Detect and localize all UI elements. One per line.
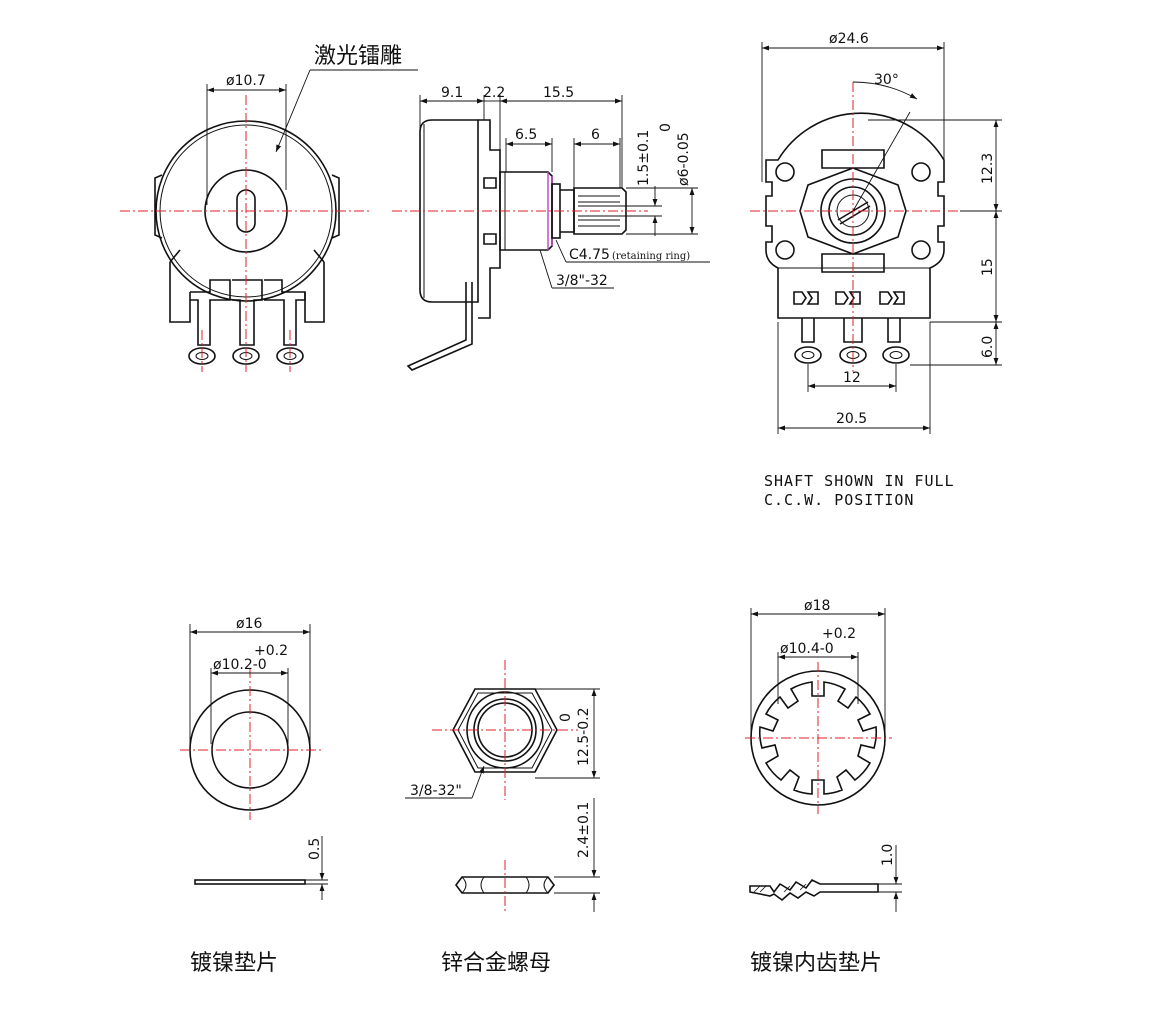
side-mount-plate — [478, 119, 501, 319]
shaft-note-line2: C.C.W. POSITION — [764, 491, 914, 509]
back-dim-15: 15 — [980, 258, 996, 276]
nut-size-label: 12.5-0.2 — [576, 708, 592, 767]
tooth-washer-teeth — [758, 681, 878, 795]
side-dim-1-5: 1.5±0.1 — [636, 130, 652, 186]
side-thread-label: 3/8"-32 — [556, 273, 608, 289]
back-body — [765, 112, 945, 319]
nut-title: 锌合金螺母 — [441, 951, 551, 976]
front-view: ø10.7 激光镭雕 — [120, 44, 418, 372]
washer-tol-label: +0.2 — [254, 643, 288, 659]
shaft-note-line1: SHAFT SHOWN IN FULL — [764, 472, 955, 490]
nut-thread-label: 3/8-32" — [410, 783, 462, 799]
tooth-washer-side — [749, 878, 879, 902]
side-view: 9.1 2.2 15.5 6.5 6 1.5±0.1 0 ø6-0.05 C4.… — [392, 85, 710, 371]
tooth-washer-inner-label: ø10.4-0 — [780, 641, 834, 657]
tooth-washer-outer-label: ø18 — [804, 598, 830, 614]
nut-tol-0-label: 0 — [558, 713, 574, 722]
back-dia-label: ø24.6 — [829, 31, 869, 47]
laser-engraving-label: 激光镭雕 — [314, 44, 402, 69]
front-left-ear — [154, 174, 163, 239]
side-retaining-label: (retaining ring) — [612, 251, 690, 262]
back-dim-12-3: 12.3 — [980, 153, 996, 184]
back-dim-6-0: 6.0 — [980, 336, 996, 358]
front-knob-dia-label: ø10.7 — [226, 73, 266, 89]
side-dim-shaft-dia: ø6-0.05 — [676, 132, 692, 186]
side-housing — [419, 119, 479, 303]
front-terminal-plate-left — [169, 249, 191, 323]
back-view: 30° ø24.6 12.3 15 6.0 12 20.5 SHAFT SHOW… — [750, 31, 1002, 509]
back-dim-20-5: 20.5 — [836, 411, 867, 427]
back-angle-label: 30° — [874, 72, 899, 88]
side-dim-tol-0: 0 — [658, 123, 674, 132]
tooth-washer-thick-label: 1.0 — [880, 844, 896, 866]
front-terminals — [188, 279, 306, 365]
back-dim-12: 12 — [843, 370, 861, 386]
side-terminal — [406, 282, 473, 371]
nut-view: 0 12.5-0.2 3/8-32" 2.4±0.1 锌合金螺母 — [405, 660, 600, 976]
tooth-washer-title: 镀镍内齿垫片 — [750, 951, 882, 976]
side-dim-2-2: 2.2 — [483, 85, 505, 101]
tooth-washer-view: ø18 +0.2 ø10.4-0 1.0 镀镍内齿垫片 — [745, 598, 902, 976]
washer-outer-label: ø16 — [236, 616, 262, 632]
side-dim-6-5: 6.5 — [515, 127, 537, 143]
side-dim-6: 6 — [591, 127, 600, 143]
washer-inner-label: ø10.2-0 — [213, 657, 267, 673]
washer-side — [194, 879, 306, 885]
back-terminal-pads — [793, 291, 905, 305]
washer-thick-label: 0.5 — [307, 838, 323, 860]
front-right-ear — [331, 174, 340, 239]
washer-title: 镀镍垫片 — [190, 951, 278, 976]
side-dim-9-1: 9.1 — [441, 85, 463, 101]
washer-view: ø16 +0.2 ø10.2-0 0.5 镀镍垫片 — [180, 616, 328, 976]
side-c475-label: C4.75 — [569, 247, 610, 263]
side-dim-15-5: 15.5 — [543, 85, 574, 101]
nut-thick-label: 2.4±0.1 — [576, 802, 592, 858]
tooth-washer-tol-label: +0.2 — [822, 626, 856, 642]
